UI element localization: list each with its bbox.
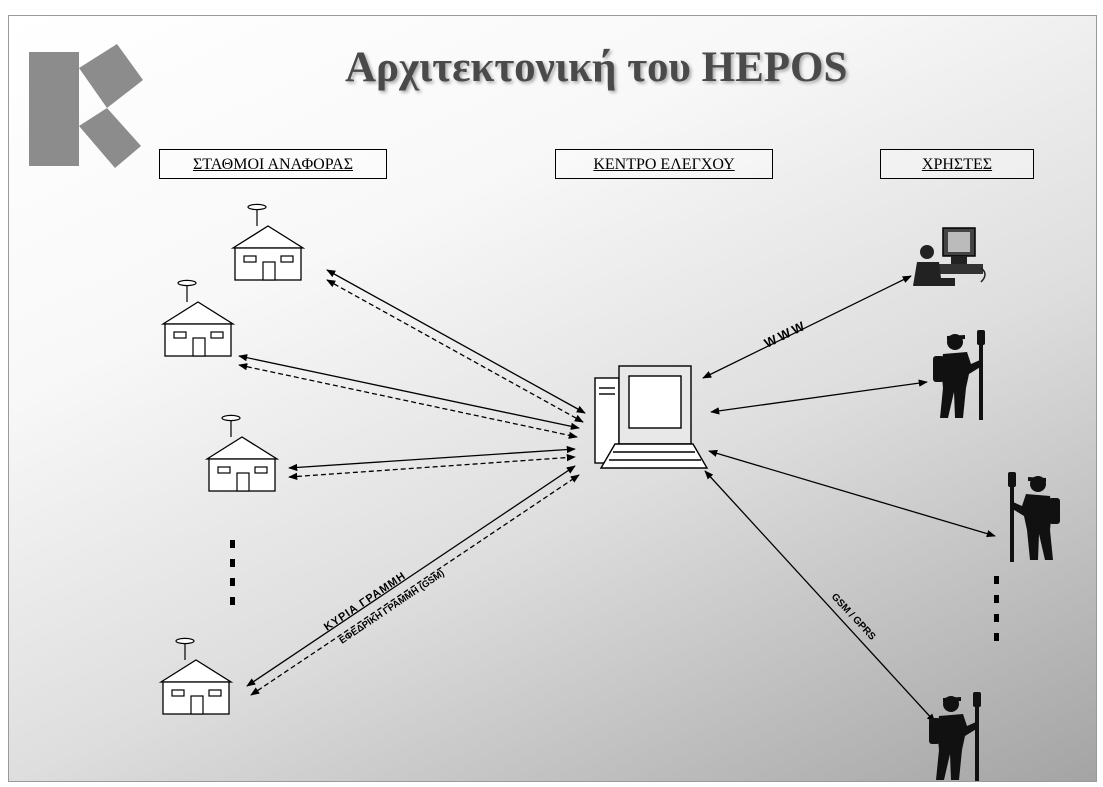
users-header: ΧΡΗΣΤΕΣ (880, 149, 1034, 179)
logo-k-icon (29, 44, 143, 168)
www-label: WWW (762, 317, 810, 351)
control-center-header: ΚΕΝΤΡΟ ΕΛΕΓΧΟΥ (555, 149, 773, 179)
more-users-dots (994, 576, 999, 641)
control-center-computer-icon (594, 365, 709, 469)
field-surveyor-3-icon (929, 692, 981, 781)
diagram-slide: ΚΥΡΙΑ ΓΡΑΜΜΗ ΕΦΕΔΡΙΚΗ ΓΡΑΜΜΗ (GSM) WWW G… (8, 15, 1097, 782)
web-user-workstation-icon (913, 227, 986, 286)
station-links (238, 269, 586, 696)
reference-station-3-icon (206, 414, 278, 492)
reference-station-4-icon (160, 637, 232, 715)
field-surveyor-1-icon (933, 330, 985, 420)
field-surveyor-2-icon (1008, 472, 1060, 562)
gsm-gprs-label: GSM / GPRS (829, 592, 878, 643)
reference-station-1-icon (232, 203, 304, 281)
architecture-diagram: ΚΥΡΙΑ ΓΡΑΜΜΗ ΕΦΕΔΡΙΚΗ ΓΡΑΜΜΗ (GSM) WWW G… (29, 44, 1060, 781)
reference-stations-header-text: ΣΤΑΘΜΟΙ ΑΝΑΦΟΡΑΣ (192, 156, 354, 173)
users-header-text: ΧΡΗΣΤΕΣ (921, 156, 993, 173)
more-stations-dots (230, 540, 235, 605)
page-title: Αρχιτεκτονική του HEPOS (345, 44, 848, 91)
control-center-header-text: ΚΕΝΤΡΟ ΕΛΕΓΧΟΥ (593, 156, 735, 173)
user-links (702, 275, 996, 723)
reference-station-2-icon (162, 279, 234, 357)
reference-stations-header: ΣΤΑΘΜΟΙ ΑΝΑΦΟΡΑΣ (159, 149, 387, 179)
